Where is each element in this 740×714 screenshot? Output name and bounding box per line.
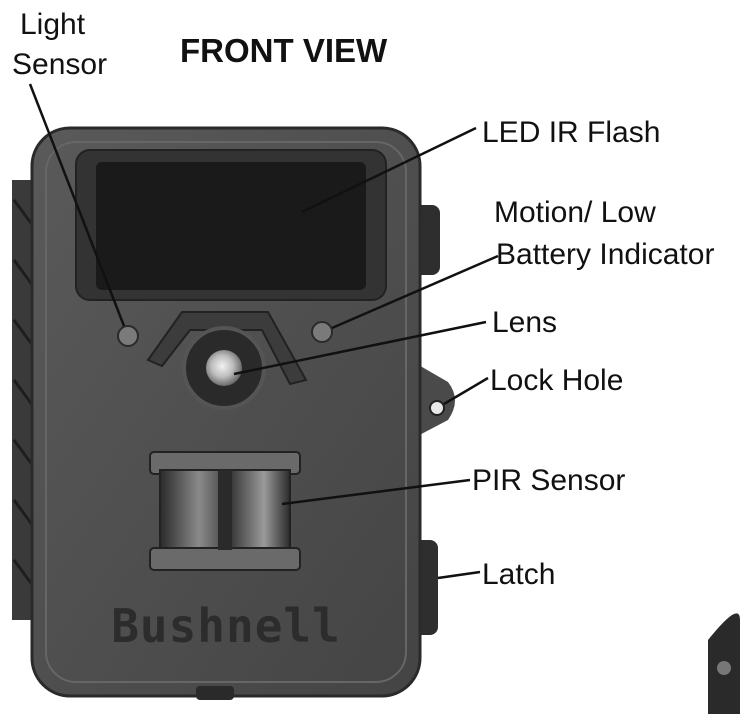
brand-logo: Bushnell	[111, 599, 341, 653]
label-latch: Latch	[482, 558, 555, 591]
led-ir-flash	[96, 162, 366, 290]
leader-led-ir-flash	[301, 126, 477, 214]
leader-latch	[437, 570, 481, 580]
label-light-sensor-line1: Light	[20, 8, 86, 41]
lens	[206, 350, 242, 386]
leader-lines	[28, 83, 499, 580]
leader-pir-sensor	[281, 478, 471, 506]
lens-housing	[146, 311, 308, 386]
lock-hole	[429, 400, 445, 416]
bottom-foot	[196, 686, 234, 700]
label-light-sensor-line2: Sensor	[12, 48, 107, 81]
camera-front-bevel	[45, 141, 407, 683]
pir-sensor	[149, 451, 301, 571]
label-pir-sensor: PIR Sensor	[472, 464, 625, 497]
label-motion-indicator-line1: Motion/ Low	[494, 196, 656, 229]
leader-lock-hole	[443, 376, 489, 406]
leader-motion-indicator	[331, 254, 499, 330]
label-motion-indicator-line2: Battery Indicator	[496, 238, 714, 271]
leader-lens	[233, 320, 487, 376]
label-led-ir-flash: LED IR Flash	[482, 116, 660, 149]
label-lens: Lens	[492, 306, 557, 339]
motion-low-battery-indicator	[311, 321, 333, 343]
diagram-title: FRONT VIEW	[180, 32, 388, 69]
light-sensor	[117, 325, 139, 347]
leader-light-sensor	[28, 83, 126, 327]
cropped-object-detail	[717, 661, 731, 675]
label-lock-hole: Lock Hole	[490, 364, 623, 397]
